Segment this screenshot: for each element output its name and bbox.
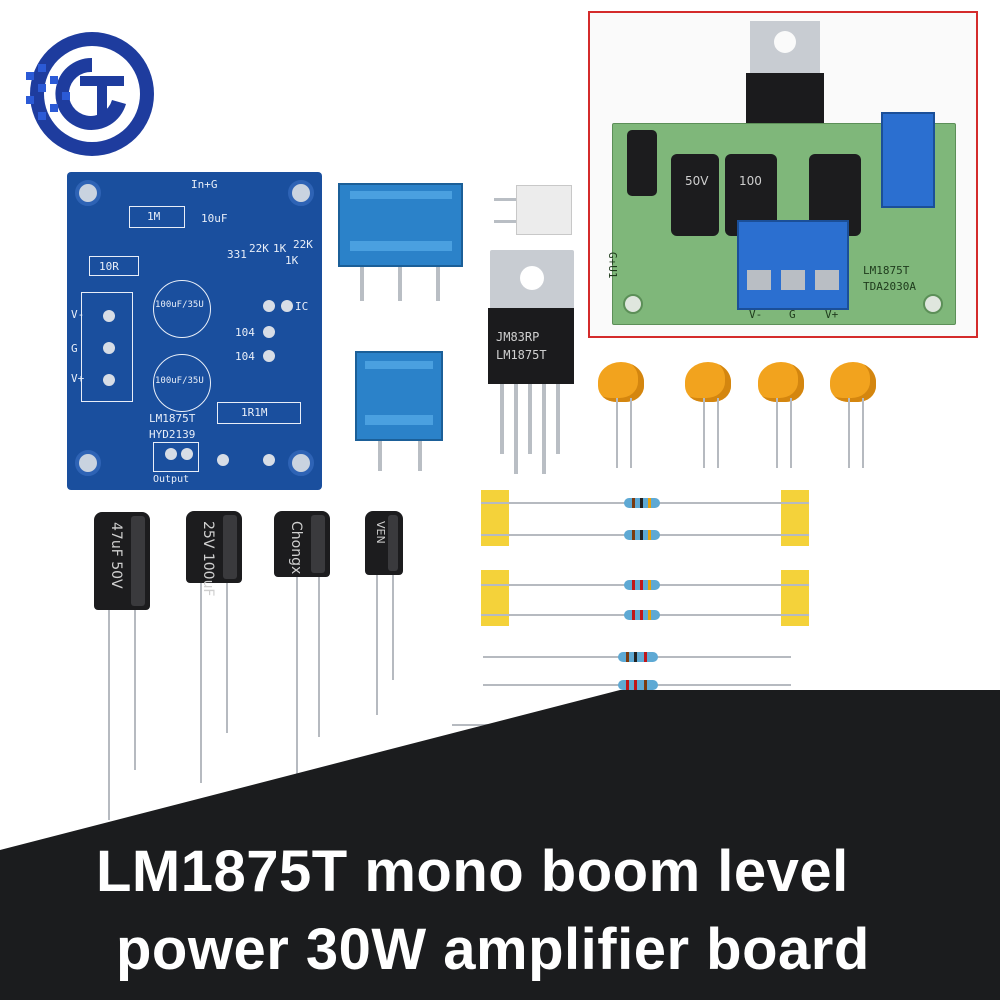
silk-r22k-b: 22K [293, 238, 313, 251]
mount-hole [75, 180, 101, 206]
silk-r10r: 10R [99, 260, 119, 273]
electrolytic-capacitor: Chongx [274, 511, 330, 577]
resistor [624, 610, 660, 620]
assembled-board-inset: 50V 100 V- G V+ LM1875T TDA2030A G+U1 [588, 11, 978, 338]
inset-cap-label: 50V [685, 174, 709, 188]
cap-label: 47uF 50V [108, 522, 124, 589]
silk-cap-mid: 100uF/35U [155, 300, 204, 310]
silk-ic: IC [295, 300, 309, 313]
inset-input-label: G+U1 [606, 252, 619, 279]
terminal-block-3pin [338, 183, 463, 267]
chip-heatsink-tab [490, 250, 574, 312]
headline-line-1: LM1875T mono boom level [96, 839, 849, 904]
silk-cap-outline [153, 354, 211, 412]
blue-pcb-board: In+G 1M 10uF 10R 331 22K 1K 1K 22K IC 10… [67, 172, 322, 490]
terminal-block-2pin [355, 351, 443, 441]
electrolytic-capacitor: 25V 100uF [186, 511, 242, 597]
chip-marking-1: JM83RP [496, 330, 540, 344]
silk-cap-low: 100uF/35U [155, 376, 204, 386]
cap-label: VEN [374, 521, 387, 544]
mount-hole [75, 450, 101, 476]
silk-r1k-a: 1K [273, 242, 287, 255]
resistor [618, 652, 658, 662]
silk-r22k-a: 22K [249, 242, 269, 255]
resistor-tape [481, 570, 509, 626]
resistor-tape [781, 570, 809, 626]
ceramic-capacitor [830, 362, 876, 402]
silk-power-block [81, 292, 133, 402]
silk-outline [129, 206, 185, 228]
inset-terminal-3pin [737, 220, 849, 310]
header-connector [516, 185, 572, 235]
silk-diode-2: 104 [235, 350, 255, 363]
cap-label: Chongx [288, 521, 304, 575]
inset-chip-tab [750, 21, 820, 77]
ceramic-capacitor [598, 362, 644, 402]
silk-vplus: V+ [71, 372, 85, 385]
chip-body: JM83RP LM1875T [488, 308, 574, 384]
headline-line-2: power 30W amplifier board [116, 917, 870, 982]
silk-input: In+G [191, 178, 218, 191]
silk-r331: 331 [227, 248, 247, 261]
electrolytic-capacitor: VEN [365, 511, 403, 575]
silk-r1k-b: 1K [285, 254, 299, 267]
silk-cap-top: 10uF [201, 212, 228, 225]
silk-outline [217, 402, 301, 424]
silk-diode-1: 104 [235, 326, 255, 339]
inset-capacitor: 50V [671, 154, 719, 236]
resistor [624, 580, 660, 590]
chip-marking-2: LM1875T [496, 348, 547, 362]
silk-r1r1: 1R1M [241, 406, 268, 419]
electrolytic-capacitor: 47uF 50V [94, 512, 150, 610]
silk-output: Output [153, 474, 190, 485]
brand-logo [26, 32, 154, 156]
resistor-tape [781, 490, 809, 546]
inset-model-1: LM1875T [863, 264, 910, 277]
resistor [624, 530, 660, 540]
silk-output-block [153, 442, 199, 472]
inset-vminus: V- [749, 308, 763, 321]
resistor [624, 498, 660, 508]
silk-outline [89, 256, 139, 276]
cap-label: 25V 100uF [200, 521, 216, 597]
silk-board-id: HYD2139 [149, 428, 196, 441]
inset-capacitor [627, 130, 657, 196]
silk-vminus: V- [71, 308, 85, 321]
inset-gnd: G [789, 308, 796, 321]
inset-model-2: TDA2030A [863, 280, 916, 293]
silk-gnd: G [71, 342, 78, 355]
ceramic-capacitor [758, 362, 804, 402]
silk-r1m: 1M [147, 210, 161, 223]
mount-hole [288, 450, 314, 476]
silk-cap-outline [153, 280, 211, 338]
inset-vplus: V+ [825, 308, 839, 321]
resistor [618, 680, 658, 690]
mount-hole [288, 180, 314, 206]
inset-cap-label: 100 [739, 174, 762, 188]
resistor-tape [481, 490, 509, 546]
silk-chip: LM1875T [149, 412, 196, 425]
ceramic-capacitor [685, 362, 731, 402]
inset-terminal-2pin [881, 112, 935, 208]
